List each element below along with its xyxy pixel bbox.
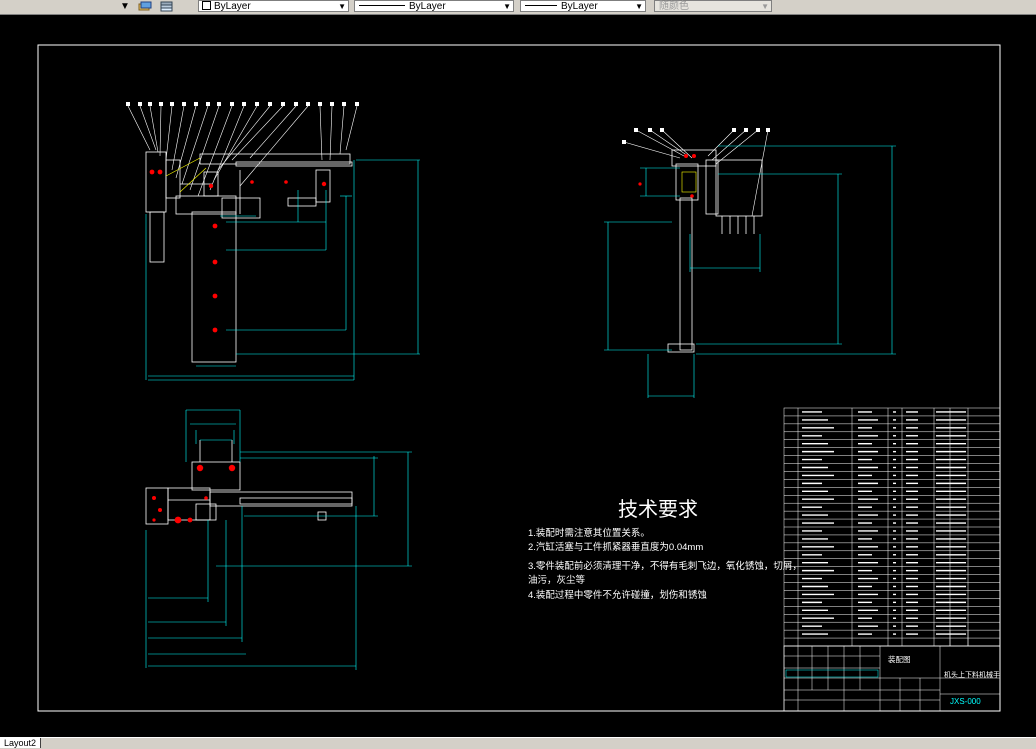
technical-requirements: 技术要求 1.装配时需注意其位置关系。 2.汽缸活塞与工件抓紧器垂直度为0.04… [528, 498, 802, 601]
layer-previous-icon[interactable] [138, 0, 152, 13]
title-block-drawing-no: JXS-000 [950, 697, 981, 706]
title-block-name: 机头上下料机械手 [944, 670, 1000, 679]
layer-states-icon[interactable] [160, 0, 174, 13]
front-view-highlights [165, 157, 207, 193]
sheet-border [37, 44, 1001, 712]
part-balloons [126, 102, 359, 106]
top-view-parts [145, 440, 353, 525]
front-view [126, 102, 420, 381]
top-view [145, 409, 412, 670]
plotstyle-combo-value: 随颜色 [659, 1, 689, 12]
side-view-dimensions [604, 145, 896, 398]
side-view-balloons [622, 128, 770, 144]
side-view-leaders [623, 129, 769, 217]
tech-req-line-1: 1.装配时需注意其位置关系。 [528, 527, 650, 539]
front-view-dimensions [145, 159, 420, 381]
tech-req-line-4: 油污，灰尘等 [528, 574, 586, 586]
title-block-title: 装配图 [888, 654, 911, 664]
title-block: 装配图 机头上下料机械手 JXS-000 [783, 630, 1001, 712]
linetype-control-combo[interactable]: ByLayer ▼ [354, 0, 514, 12]
plotstyle-control-combo[interactable]: 随颜色 ▼ [654, 0, 772, 12]
chevron-down-icon[interactable]: ▼ [635, 2, 643, 11]
tech-req-title: 技术要求 [618, 498, 698, 521]
layout-tab-bar: Layout2 [0, 737, 1036, 749]
side-view-holes [638, 154, 696, 198]
side-view [604, 128, 896, 398]
drawing-canvas[interactable]: 技术要求 1.装配时需注意其位置关系。 2.汽缸活塞与工件抓紧器垂直度为0.04… [0, 15, 1036, 737]
color-combo-value: ByLayer [214, 1, 251, 12]
title-block-highlight [785, 669, 879, 678]
linetype-combo-value: ByLayer [409, 1, 446, 12]
front-view-parts [145, 151, 353, 363]
bom-cells [802, 411, 966, 635]
chevron-down-icon[interactable]: ▼ [338, 2, 346, 11]
drawing-sheet: 技术要求 1.装配时需注意其位置关系。 2.汽缸活塞与工件抓紧器垂直度为0.04… [37, 44, 1001, 712]
lineweight-combo-value: ByLayer [561, 1, 598, 12]
title-block-grid [784, 630, 1000, 711]
top-view-holes [152, 464, 236, 524]
color-control-combo[interactable]: ByLayer ▼ [198, 0, 349, 12]
layer-dropdown-arrow[interactable]: ▼ [120, 1, 130, 12]
tab-layout2[interactable]: Layout2 [0, 738, 42, 748]
chevron-down-icon[interactable]: ▼ [761, 2, 769, 11]
properties-toolbar: ▼ ByLayer ▼ ByLayer ▼ ByLayer ▼ 随颜色 ▼ [0, 0, 1036, 15]
chevron-down-icon[interactable]: ▼ [503, 2, 511, 11]
tech-req-line-3: 3.零件装配前必须清理干净，不得有毛刺飞边，氧化锈蚀，切屑， [528, 560, 802, 572]
side-view-highlights [681, 171, 697, 193]
color-swatch-icon [202, 1, 211, 10]
top-view-dimensions [145, 409, 412, 670]
tech-req-line-2: 2.汽缸活塞与工件抓紧器垂直度为0.04mm [528, 541, 703, 553]
lineweight-sample [525, 5, 557, 6]
lineweight-control-combo[interactable]: ByLayer ▼ [520, 0, 646, 12]
linetype-sample [359, 5, 405, 6]
side-view-parts [667, 149, 763, 353]
title-block-border [783, 645, 1001, 712]
parts-list-table [783, 407, 1001, 647]
part-balloon-leaders [127, 105, 358, 197]
front-view-holes [149, 169, 327, 333]
tech-req-line-5: 4.装配过程中零件不允许碰撞，划伤和锈蚀 [528, 589, 707, 601]
